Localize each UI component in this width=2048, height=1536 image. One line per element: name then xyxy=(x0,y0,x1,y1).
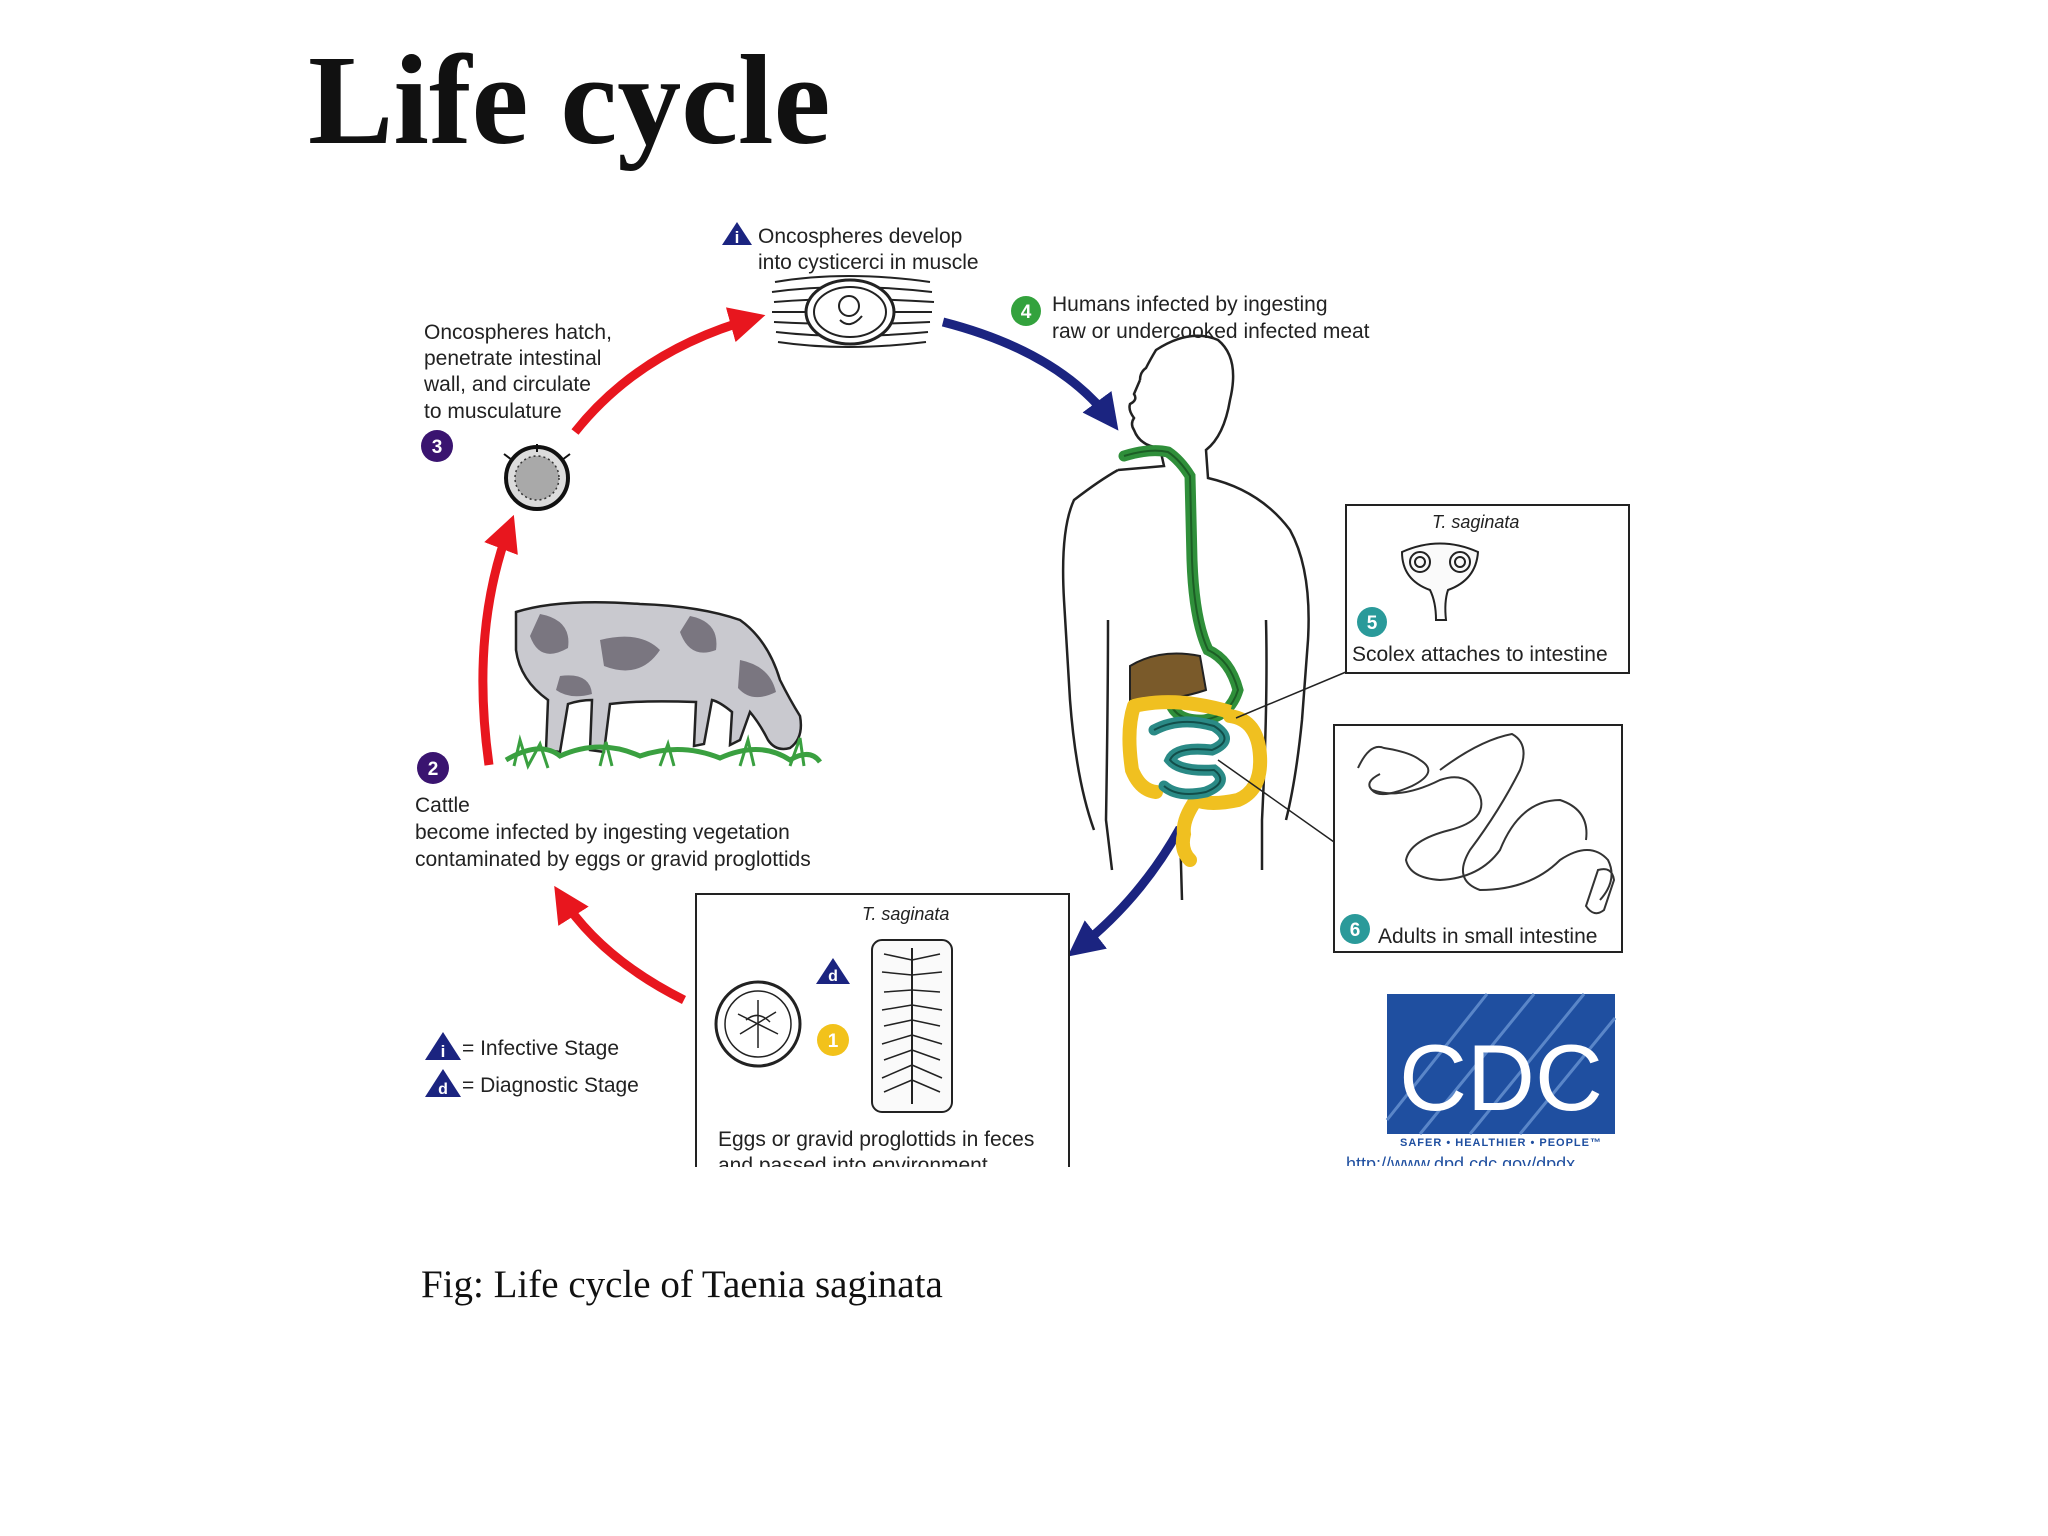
svg-text:CDC: CDC xyxy=(1399,1025,1603,1130)
step-5-label: Scolex attaches to intestine xyxy=(1352,643,1608,666)
cdc-logo: CDC SAFER • HEALTHIER • PEOPLE™ http://w… xyxy=(1346,993,1617,1174)
diagnostic-stage-marker-step-1: d xyxy=(816,958,850,985)
gravid-proglottid-illustration xyxy=(871,939,953,1113)
step-2-label: Cattle become infected by ingesting vege… xyxy=(415,794,811,871)
svg-text:d: d xyxy=(828,968,838,985)
arrow-oncosphere-to-muscle xyxy=(571,307,766,435)
step-1-box-group: T. saginata d 1 Eggs or gravid proglotti… xyxy=(695,893,1070,1177)
svg-text:4: 4 xyxy=(1021,302,1032,323)
step-6-badge: 6 xyxy=(1340,914,1370,944)
step-5-box xyxy=(1345,504,1630,674)
cysticercus-in-muscle-illustration xyxy=(771,275,935,348)
svg-text:i: i xyxy=(441,1042,446,1061)
svg-text:5: 5 xyxy=(1367,613,1378,634)
step-5-badge: 5 xyxy=(1357,607,1387,637)
legend-diagnostic-marker: d xyxy=(425,1069,461,1098)
human-figure-illustration xyxy=(1061,334,1347,901)
svg-text:http://www.dpd.cdc.gov/dpdx: http://www.dpd.cdc.gov/dpdx xyxy=(1346,1154,1575,1174)
step-4-badge: 4 xyxy=(1011,296,1041,326)
svg-text:i: i xyxy=(735,228,740,247)
svg-text:d: d xyxy=(438,1081,448,1098)
step-1-badge: 1 xyxy=(817,1024,849,1056)
step-1-box-title: T. saginata xyxy=(862,904,949,924)
svg-text:SAFER • HEALTHIER • PEOPLE™: SAFER • HEALTHIER • PEOPLE™ xyxy=(1400,1137,1602,1149)
step-1-label: Eggs or gravid proglottids in feces and … xyxy=(718,1128,1040,1177)
step-3-badge: 3 xyxy=(421,430,453,462)
svg-text:1: 1 xyxy=(828,1031,839,1052)
svg-text:3: 3 xyxy=(432,437,443,458)
figure-caption: Fig: Life cycle of Taenia saginata xyxy=(421,1263,943,1306)
cattle-illustration xyxy=(504,600,823,770)
legend-infective-text: = Infective Stage xyxy=(462,1037,619,1060)
egg-illustration xyxy=(714,980,802,1068)
arrow-environment-to-cattle xyxy=(554,885,687,1005)
legend-diagnostic-text: = Diagnostic Stage xyxy=(462,1074,639,1097)
infective-stage-marker: i xyxy=(722,222,752,247)
step-5-box-title: T. saginata xyxy=(1432,512,1519,532)
arrow-human-to-environment xyxy=(1067,825,1184,957)
slide-title: Life cycle xyxy=(308,29,831,171)
svg-text:6: 6 xyxy=(1350,920,1361,941)
adult-tapeworm-illustration xyxy=(1357,732,1616,915)
step-6-label: Adults in small intestine xyxy=(1378,925,1597,948)
arrow-cysticerci-to-human xyxy=(941,317,1119,431)
arrow-cattle-to-oncosphere xyxy=(478,514,518,766)
svg-text:2: 2 xyxy=(428,759,439,780)
step-2-badge: 2 xyxy=(417,752,449,784)
oncosphere-illustration xyxy=(503,444,571,511)
legend-infective-marker: i xyxy=(425,1032,461,1061)
step-3-label: Oncospheres hatch, penetrate intestinal … xyxy=(423,321,618,423)
step-4-label: Humans infected by ingesting raw or unde… xyxy=(1052,293,1370,343)
infective-stage-label: Oncospheres develop into cysticerci in m… xyxy=(758,225,979,274)
scolex-illustration xyxy=(1400,542,1480,621)
